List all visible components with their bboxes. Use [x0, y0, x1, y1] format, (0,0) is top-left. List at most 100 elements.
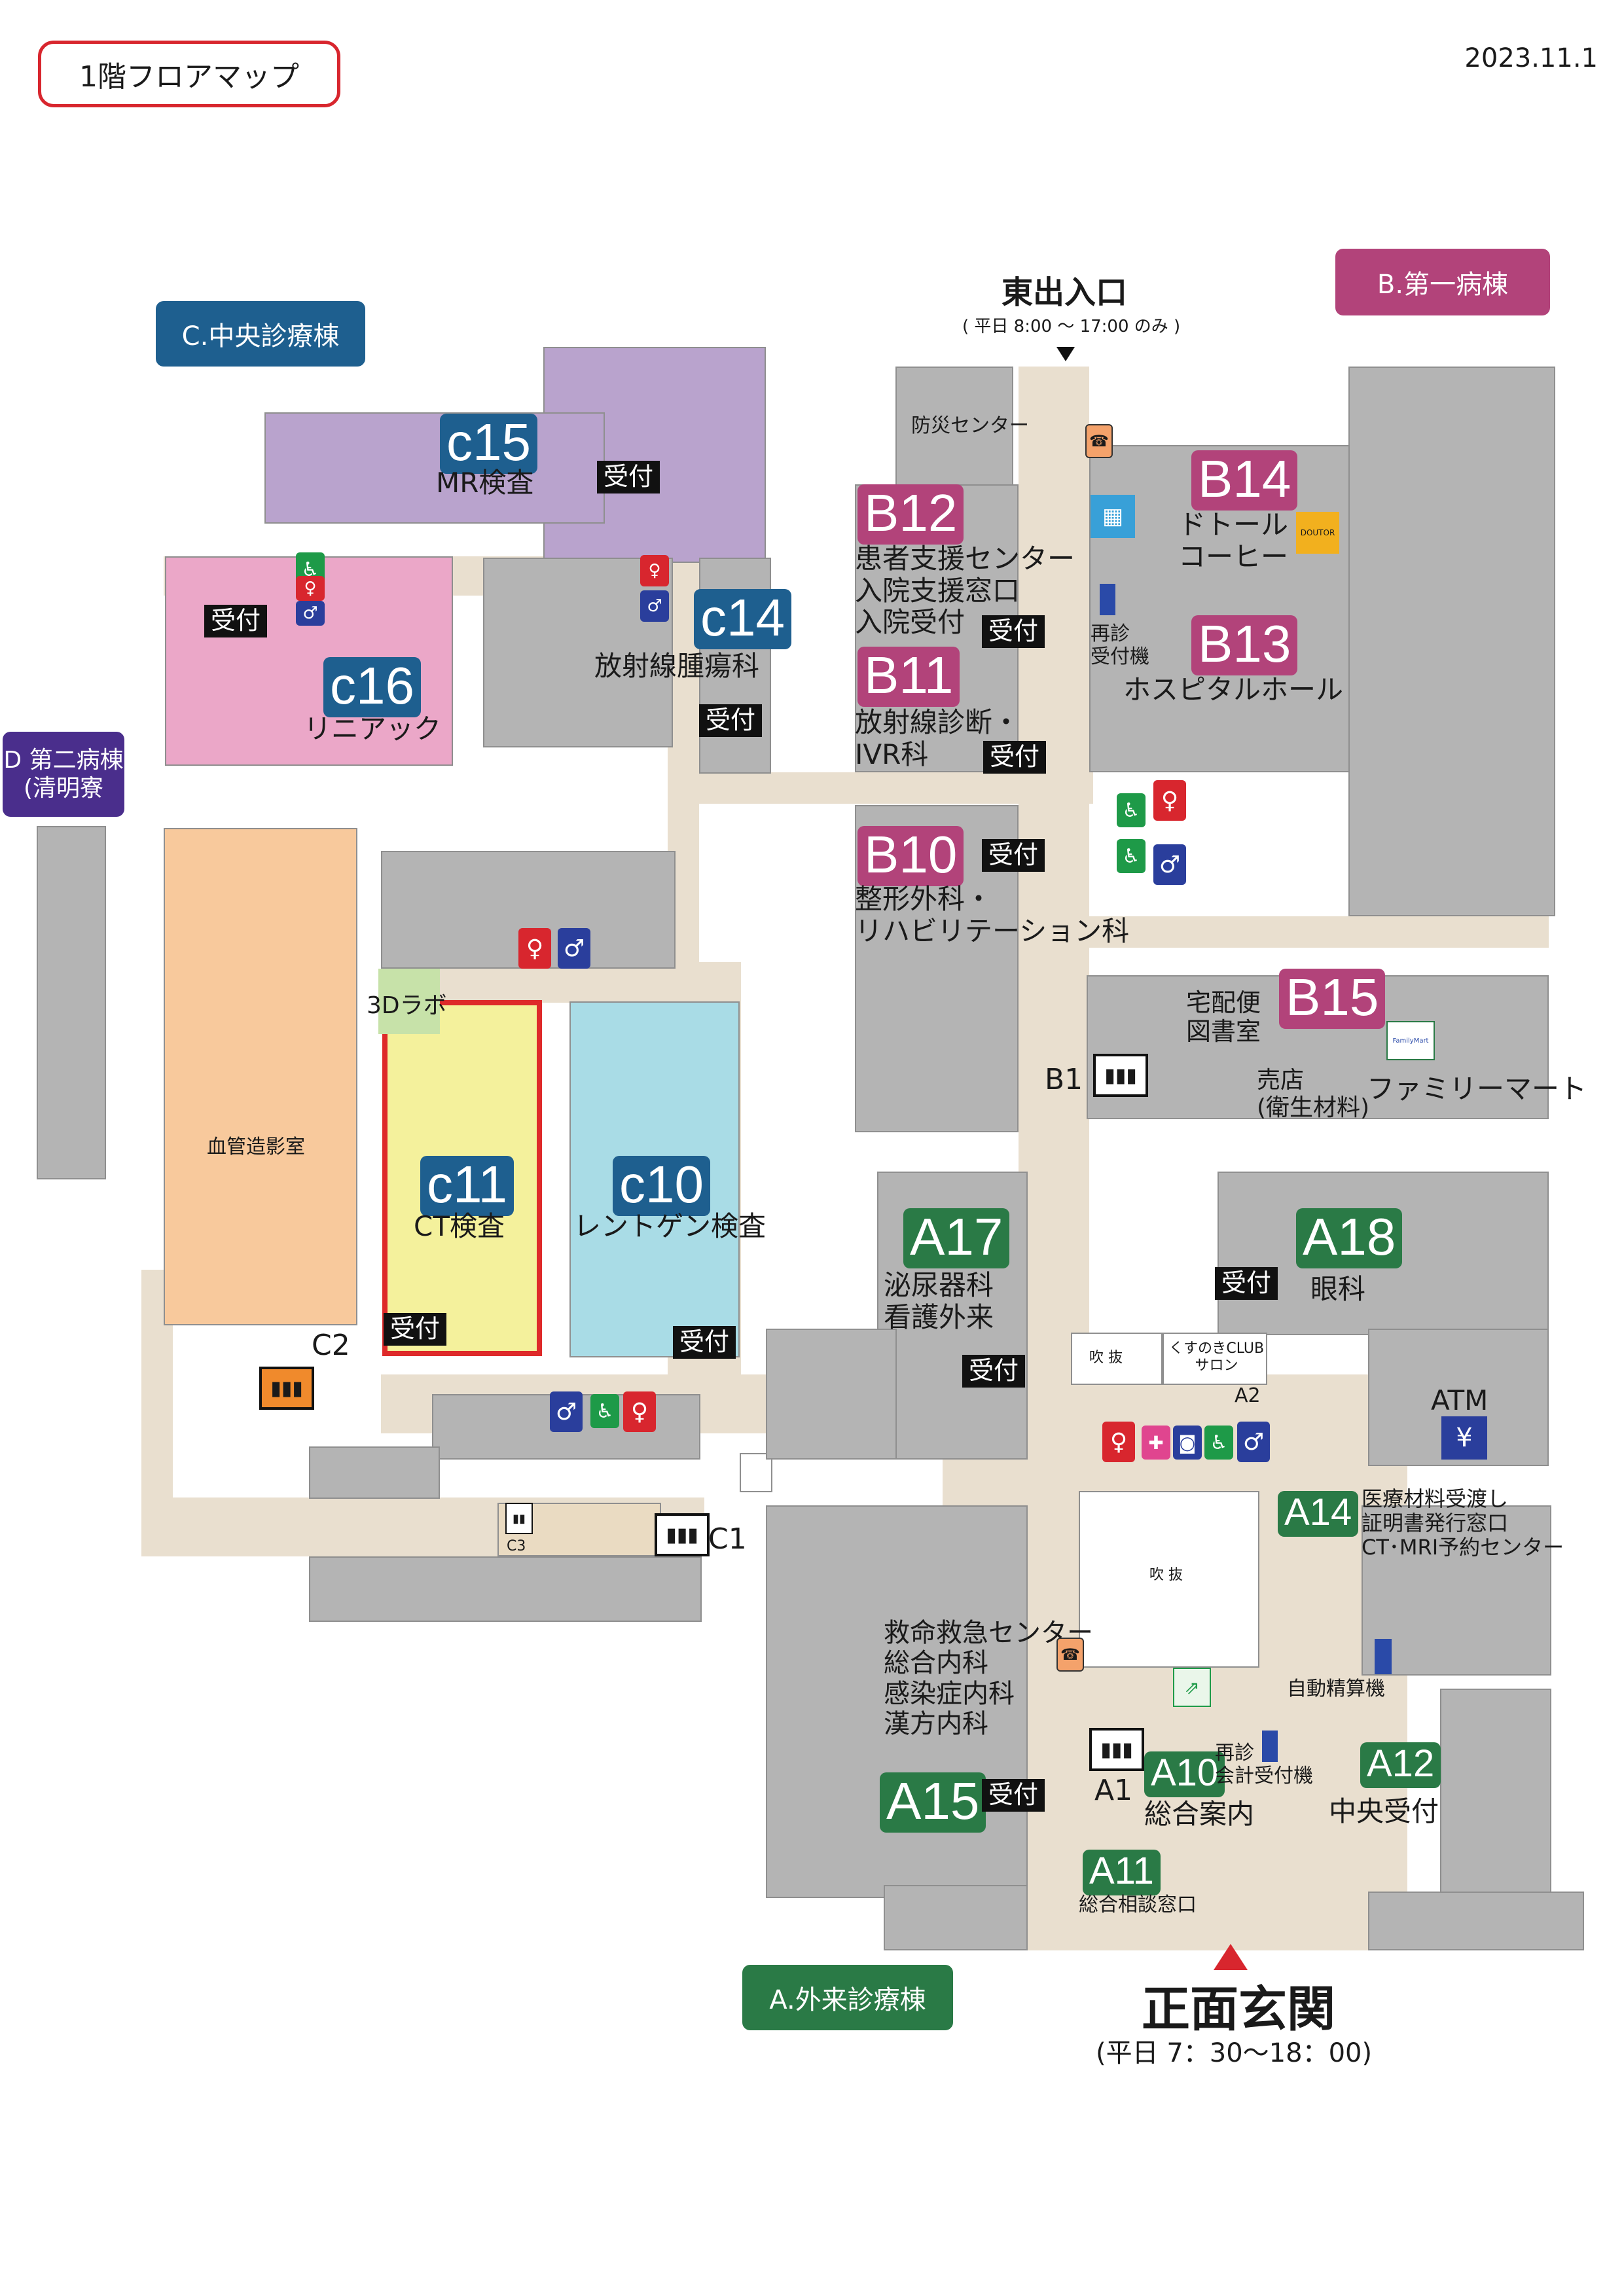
reception-c10: 受付: [673, 1326, 736, 1359]
reception-a17: 受付: [962, 1355, 1026, 1388]
reception-c16: 受付: [204, 605, 268, 637]
female-restroom-icon: ♀: [296, 576, 325, 601]
elevator-icon: ▮▮▮: [655, 1513, 710, 1556]
elevator-label-c3: C3: [507, 1538, 526, 1554]
elevator-label-a1: A1: [1094, 1774, 1133, 1807]
male-restroom-icon: ♂: [558, 928, 590, 969]
female-restroom-icon: ♀: [1102, 1422, 1135, 1462]
room-name-c16: リニアック: [304, 713, 442, 745]
room-code-a11: A11: [1083, 1850, 1161, 1895]
room-code-b13: B13: [1191, 615, 1298, 675]
main-entrance-label: 正面玄関: [1142, 1981, 1335, 2037]
accessible-restroom-icon: ♿: [1117, 839, 1146, 873]
room-code-a14: A14: [1278, 1491, 1359, 1537]
east-entrance-hours: ( 平日 8:00 ～ 17:00 のみ ): [962, 317, 1181, 336]
elevator-label-a2: A2: [1235, 1384, 1261, 1407]
room-name-c10: レントゲン検査: [573, 1210, 767, 1242]
room-code-b11: B11: [857, 647, 960, 707]
wing-label-c: C.中央診療棟: [156, 301, 365, 367]
public-phone-icon: ☎: [1056, 1638, 1084, 1672]
room-code-a15: A15: [880, 1772, 986, 1833]
room-code-c10: c10: [613, 1156, 710, 1216]
elevator-icon: ▮▮▮: [1089, 1728, 1144, 1771]
building-block: [1348, 367, 1555, 916]
doutor-logo-icon: DOUTOR: [1296, 512, 1339, 554]
room-name-takuhai: 宅配便 図書室: [1186, 988, 1261, 1047]
elevator-label-b1: B1: [1045, 1063, 1083, 1096]
elevator-label-c1: C1: [708, 1522, 747, 1556]
female-restroom-icon: ♀: [623, 1391, 656, 1432]
reception-c11: 受付: [384, 1313, 447, 1346]
reception-machine-icon: ▦: [1091, 495, 1135, 538]
yen-icon: ¥: [1441, 1416, 1487, 1460]
room-name-angio: 血管造影室: [207, 1136, 305, 1158]
male-restroom-icon: ♂: [550, 1391, 583, 1432]
room-code-a10: A10: [1144, 1751, 1225, 1797]
reentry-kiosk-icon: [1100, 584, 1115, 615]
auto-payment-machine-icon: [1375, 1639, 1392, 1674]
kusunoki-club-salon: [1163, 1333, 1267, 1385]
ostomate-icon: ◙: [1173, 1426, 1202, 1460]
male-restroom-icon: ♂: [640, 590, 669, 622]
room-code-b15: B15: [1279, 969, 1386, 1029]
room-name-b10: 整形外科・ リハビリテーション科: [855, 883, 1130, 947]
room-name-saishin-b: 再診 受付機: [1091, 622, 1149, 668]
building-block: [766, 1505, 1028, 1898]
room-name-b12: 患者支援センター 入院支援窓口 入院受付: [855, 543, 1075, 639]
elevator-label-c2: C2: [312, 1329, 350, 1362]
building-block: [766, 1329, 897, 1460]
atrium-upper-label: 吹 抜: [1089, 1350, 1123, 1366]
reception-b10: 受付: [982, 839, 1045, 872]
room-name-b13: ホスピタルホール: [1123, 673, 1344, 706]
accessible-restroom-icon: ♿: [1117, 793, 1146, 827]
reentry-accounting-kiosk-icon: [1262, 1731, 1278, 1762]
radiation-oncology-building: [483, 558, 673, 747]
map-date: 2023.11.1: [1464, 43, 1598, 73]
baby-care-icon: ✚: [1142, 1426, 1170, 1460]
room-name-a12: 中央受付: [1329, 1795, 1439, 1827]
room-code-c11: c11: [420, 1156, 514, 1216]
male-restroom-icon: ♂: [296, 601, 325, 626]
building-block: [884, 1885, 1028, 1950]
room-code-a12: A12: [1360, 1742, 1441, 1788]
male-restroom-icon: ♂: [1237, 1422, 1270, 1462]
room-name-c15: MR検査: [436, 467, 534, 499]
room-code-c16: c16: [323, 657, 421, 717]
wing-label-b: B.第一病棟: [1335, 249, 1550, 315]
room-name-a14: 医療材料受渡し 証明書発行窓口 CT･MRI予約センター: [1362, 1486, 1564, 1560]
room-name-atm: ATM: [1431, 1384, 1489, 1416]
female-restroom-icon: ♀: [1153, 780, 1186, 821]
room-name-c11: CT検査: [414, 1210, 505, 1242]
room-code-b14: B14: [1191, 450, 1298, 511]
reception-b12: 受付: [982, 615, 1045, 648]
room-name-3d-lab: 3Dラボ: [367, 992, 447, 1019]
male-restroom-icon: ♂: [1153, 844, 1186, 885]
building-block: [740, 1453, 772, 1492]
angio-room: [164, 828, 357, 1325]
room-code-c15: c15: [440, 414, 537, 474]
elevator-icon: ▮▮▮: [1093, 1054, 1148, 1097]
building-block: [1440, 1689, 1551, 1918]
east-entrance-label: 東出入口: [1001, 274, 1128, 311]
room-name-b11: 放射線診断・ IVR科: [855, 706, 1020, 770]
room-name-saishin-a: 再診 会計受付機: [1215, 1742, 1313, 1787]
elevator-icon: ▮▮▮: [259, 1367, 314, 1410]
escalator-icon: ⇗: [1173, 1668, 1211, 1707]
building-block: [1362, 1505, 1551, 1676]
room-code-b10: B10: [857, 826, 964, 886]
east-entrance-arrow-icon: [1056, 347, 1075, 361]
room-code-a17: A17: [903, 1208, 1010, 1268]
3d-lab: [378, 969, 440, 1034]
building-block: [1368, 1892, 1584, 1950]
room-code-b12: B12: [857, 484, 964, 545]
female-restroom-icon: ♀: [518, 928, 551, 969]
reception-a18: 受付: [1215, 1267, 1278, 1300]
public-phone-icon: ☎: [1085, 424, 1113, 458]
room-name-a10: 総合案内: [1144, 1798, 1255, 1830]
main-entrance-arrow-icon: [1214, 1944, 1248, 1970]
room-name-bousai: 防災センター: [911, 414, 1029, 437]
reception-b11: 受付: [983, 741, 1047, 774]
reception-c15: 受付: [597, 461, 660, 493]
room-name-b14: ドトール コーヒー: [1178, 509, 1289, 573]
room-code-c14: c14: [694, 589, 791, 649]
